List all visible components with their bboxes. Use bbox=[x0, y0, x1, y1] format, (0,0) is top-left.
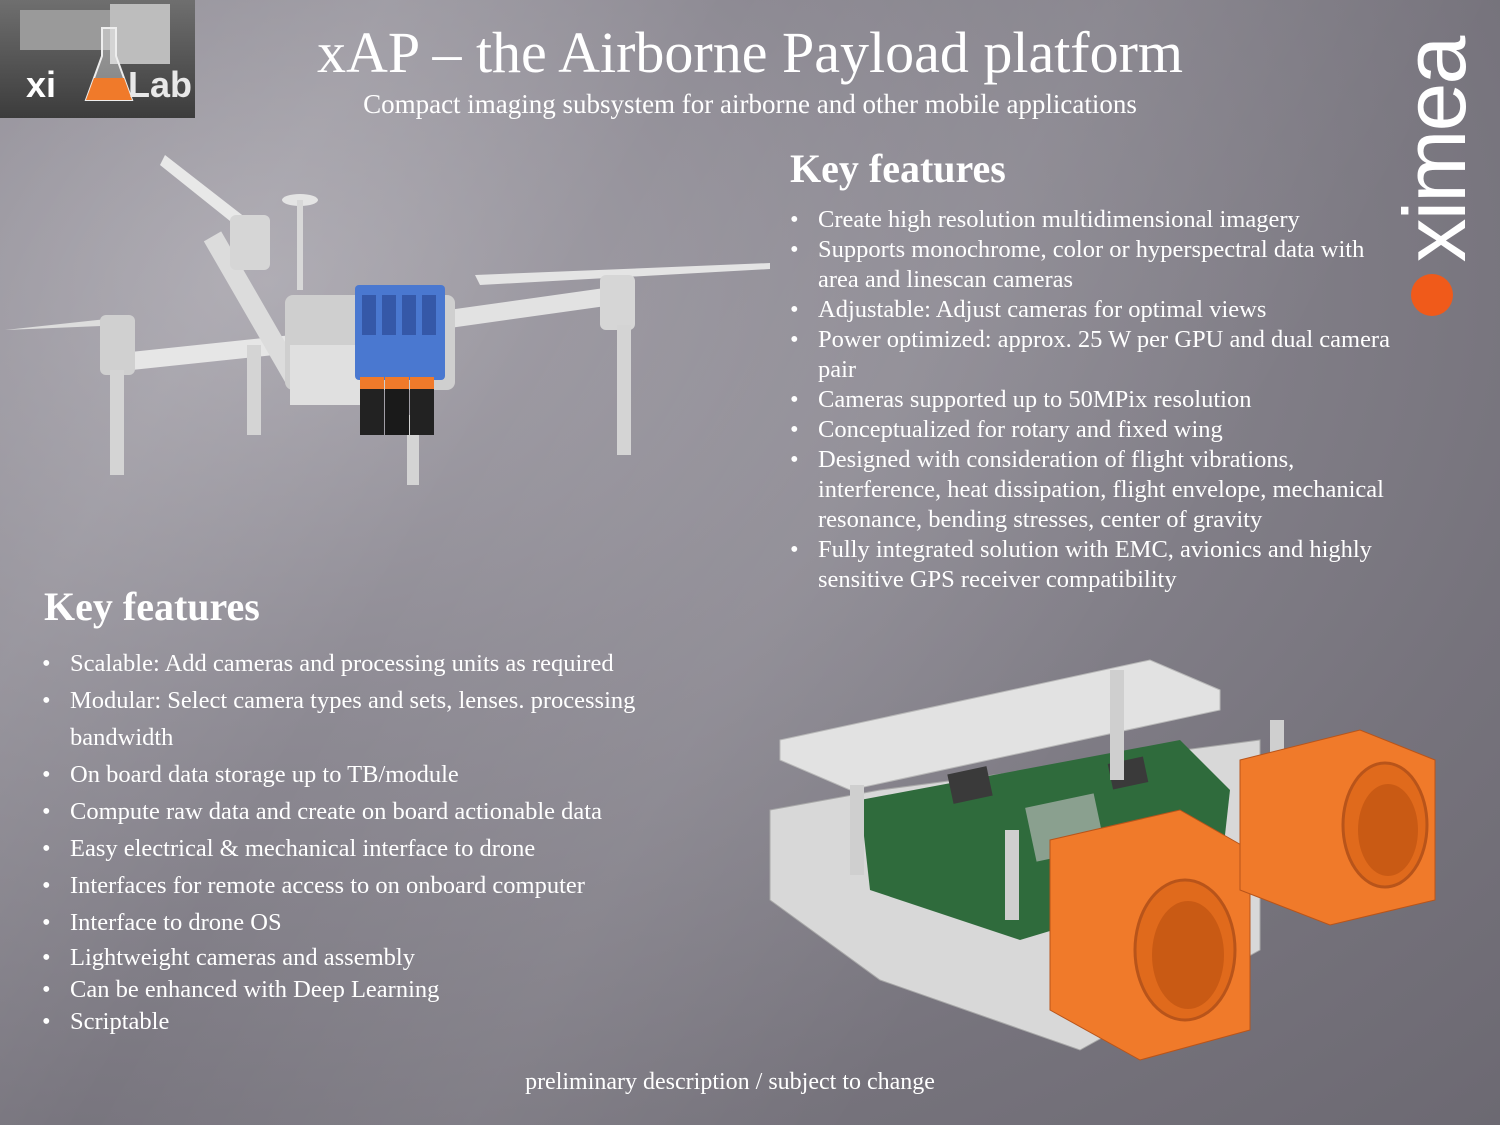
building-tower bbox=[110, 4, 170, 64]
list-item: Interfaces for remote access to on onboa… bbox=[42, 867, 682, 904]
left-features-list: Scalable: Add cameras and processing uni… bbox=[42, 645, 682, 1037]
list-item: Cameras supported up to 50MPix resolutio… bbox=[790, 385, 1410, 415]
list-item: Supports monochrome, color or hyperspect… bbox=[790, 235, 1410, 295]
footer-note: preliminary description / subject to cha… bbox=[525, 1069, 935, 1095]
drone-illustration bbox=[5, 155, 770, 485]
list-item: Interface to drone OS bbox=[42, 904, 682, 941]
list-item: Power optimized: approx. 25 W per GPU an… bbox=[790, 325, 1410, 385]
flask-icon bbox=[84, 27, 134, 101]
list-item: Lightweight cameras and assembly bbox=[42, 943, 682, 973]
list-item: Create high resolution multidimensional … bbox=[790, 205, 1410, 235]
list-item: Modular: Select camera types and sets, l… bbox=[42, 682, 682, 756]
page-title: xAP – the Airborne Payload platform bbox=[316, 20, 1184, 85]
list-item: Easy electrical & mechanical interface t… bbox=[42, 830, 682, 867]
list-item: Scalable: Add cameras and processing uni… bbox=[42, 645, 682, 682]
left-features-heading: Key features bbox=[44, 584, 260, 629]
list-item: Scriptable bbox=[42, 1007, 682, 1037]
list-item: Compute raw data and create on board act… bbox=[42, 793, 682, 830]
right-features-list: Create high resolution multidimensional … bbox=[790, 205, 1410, 595]
badge-xi: xi bbox=[26, 64, 57, 105]
list-item: Designed with consideration of flight vi… bbox=[790, 445, 1410, 535]
ximea-logo: ximea bbox=[1385, 10, 1484, 316]
logo-dot bbox=[1411, 274, 1453, 316]
list-item: Adjustable: Adjust cameras for optimal v… bbox=[790, 295, 1410, 325]
right-features-heading: Key features bbox=[790, 146, 1006, 191]
page-subtitle: Compact imaging subsystem for airborne a… bbox=[363, 89, 1137, 119]
badge-lab: Lab bbox=[128, 64, 193, 105]
list-item: Conceptualized for rotary and fixed wing bbox=[790, 415, 1410, 445]
xilab-badge: xi Lab bbox=[0, 0, 195, 118]
payload-module-illustration bbox=[769, 659, 1436, 1061]
list-item: On board data storage up to TB/module bbox=[42, 756, 682, 793]
list-item: Can be enhanced with Deep Learning bbox=[42, 975, 682, 1005]
list-item: Fully integrated solution with EMC, avio… bbox=[790, 535, 1410, 595]
